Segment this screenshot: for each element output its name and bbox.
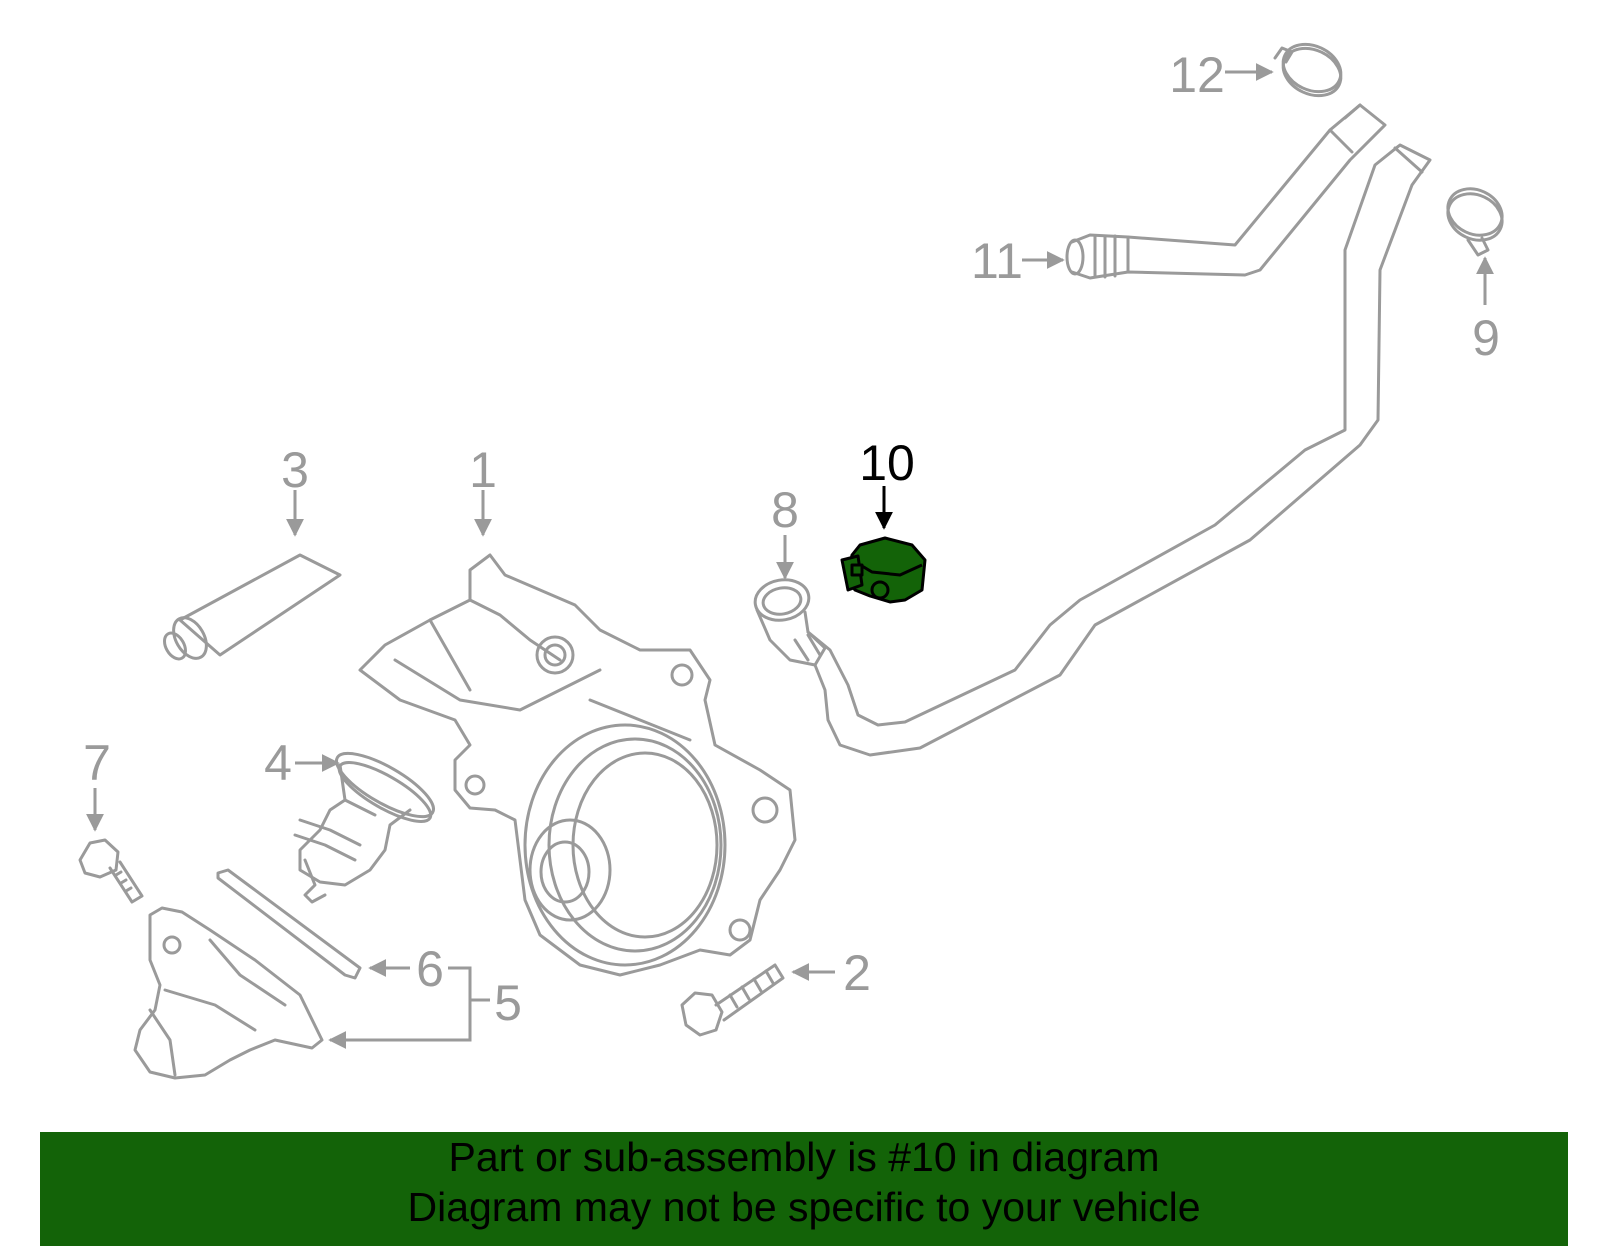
part-12-clamp: [1273, 42, 1343, 98]
part-10-clamp-highlight[interactable]: [840, 536, 927, 604]
info-banner: Part or sub-assembly is #10 in diagram D…: [40, 1132, 1568, 1246]
callout-11: 11: [971, 233, 1023, 289]
callout-10[interactable]: 10: [859, 435, 915, 491]
callout-12: 12: [1169, 47, 1225, 103]
part-3-sealant-tube: [163, 553, 342, 661]
callout-6: 6: [416, 941, 444, 997]
callout-8: 8: [771, 482, 799, 538]
part-1-water-pump: [358, 553, 797, 977]
part-4-thermostat: [293, 751, 435, 904]
part-9-clamp: [1446, 187, 1504, 257]
callout-4: 4: [264, 735, 292, 791]
leader-5-bracket: [328, 966, 472, 1049]
part-8-connector: [753, 578, 827, 667]
hose-lower: [806, 143, 1432, 757]
part-11-hose: [1065, 103, 1387, 280]
banner-line-1: Part or sub-assembly is #10 in diagram: [448, 1134, 1160, 1180]
callout-3: 3: [281, 442, 309, 498]
callout-2: 2: [843, 945, 871, 1001]
part-6-gasket: [216, 868, 362, 980]
part-7-bolt: [78, 838, 144, 904]
callout-9: 9: [1472, 310, 1500, 366]
callout-1: 1: [469, 442, 497, 498]
callout-5: 5: [494, 975, 522, 1031]
banner-line-2: Diagram may not be specific to your vehi…: [407, 1184, 1201, 1230]
part-2-bolt: [680, 963, 785, 1037]
callout-7: 7: [83, 735, 111, 791]
part-5-housing: [133, 906, 324, 1080]
callout-labels: 1 3 4 7 6 5 2 8 10 11 12 9: [83, 47, 1500, 1031]
leader-lines: [86, 63, 1494, 1049]
